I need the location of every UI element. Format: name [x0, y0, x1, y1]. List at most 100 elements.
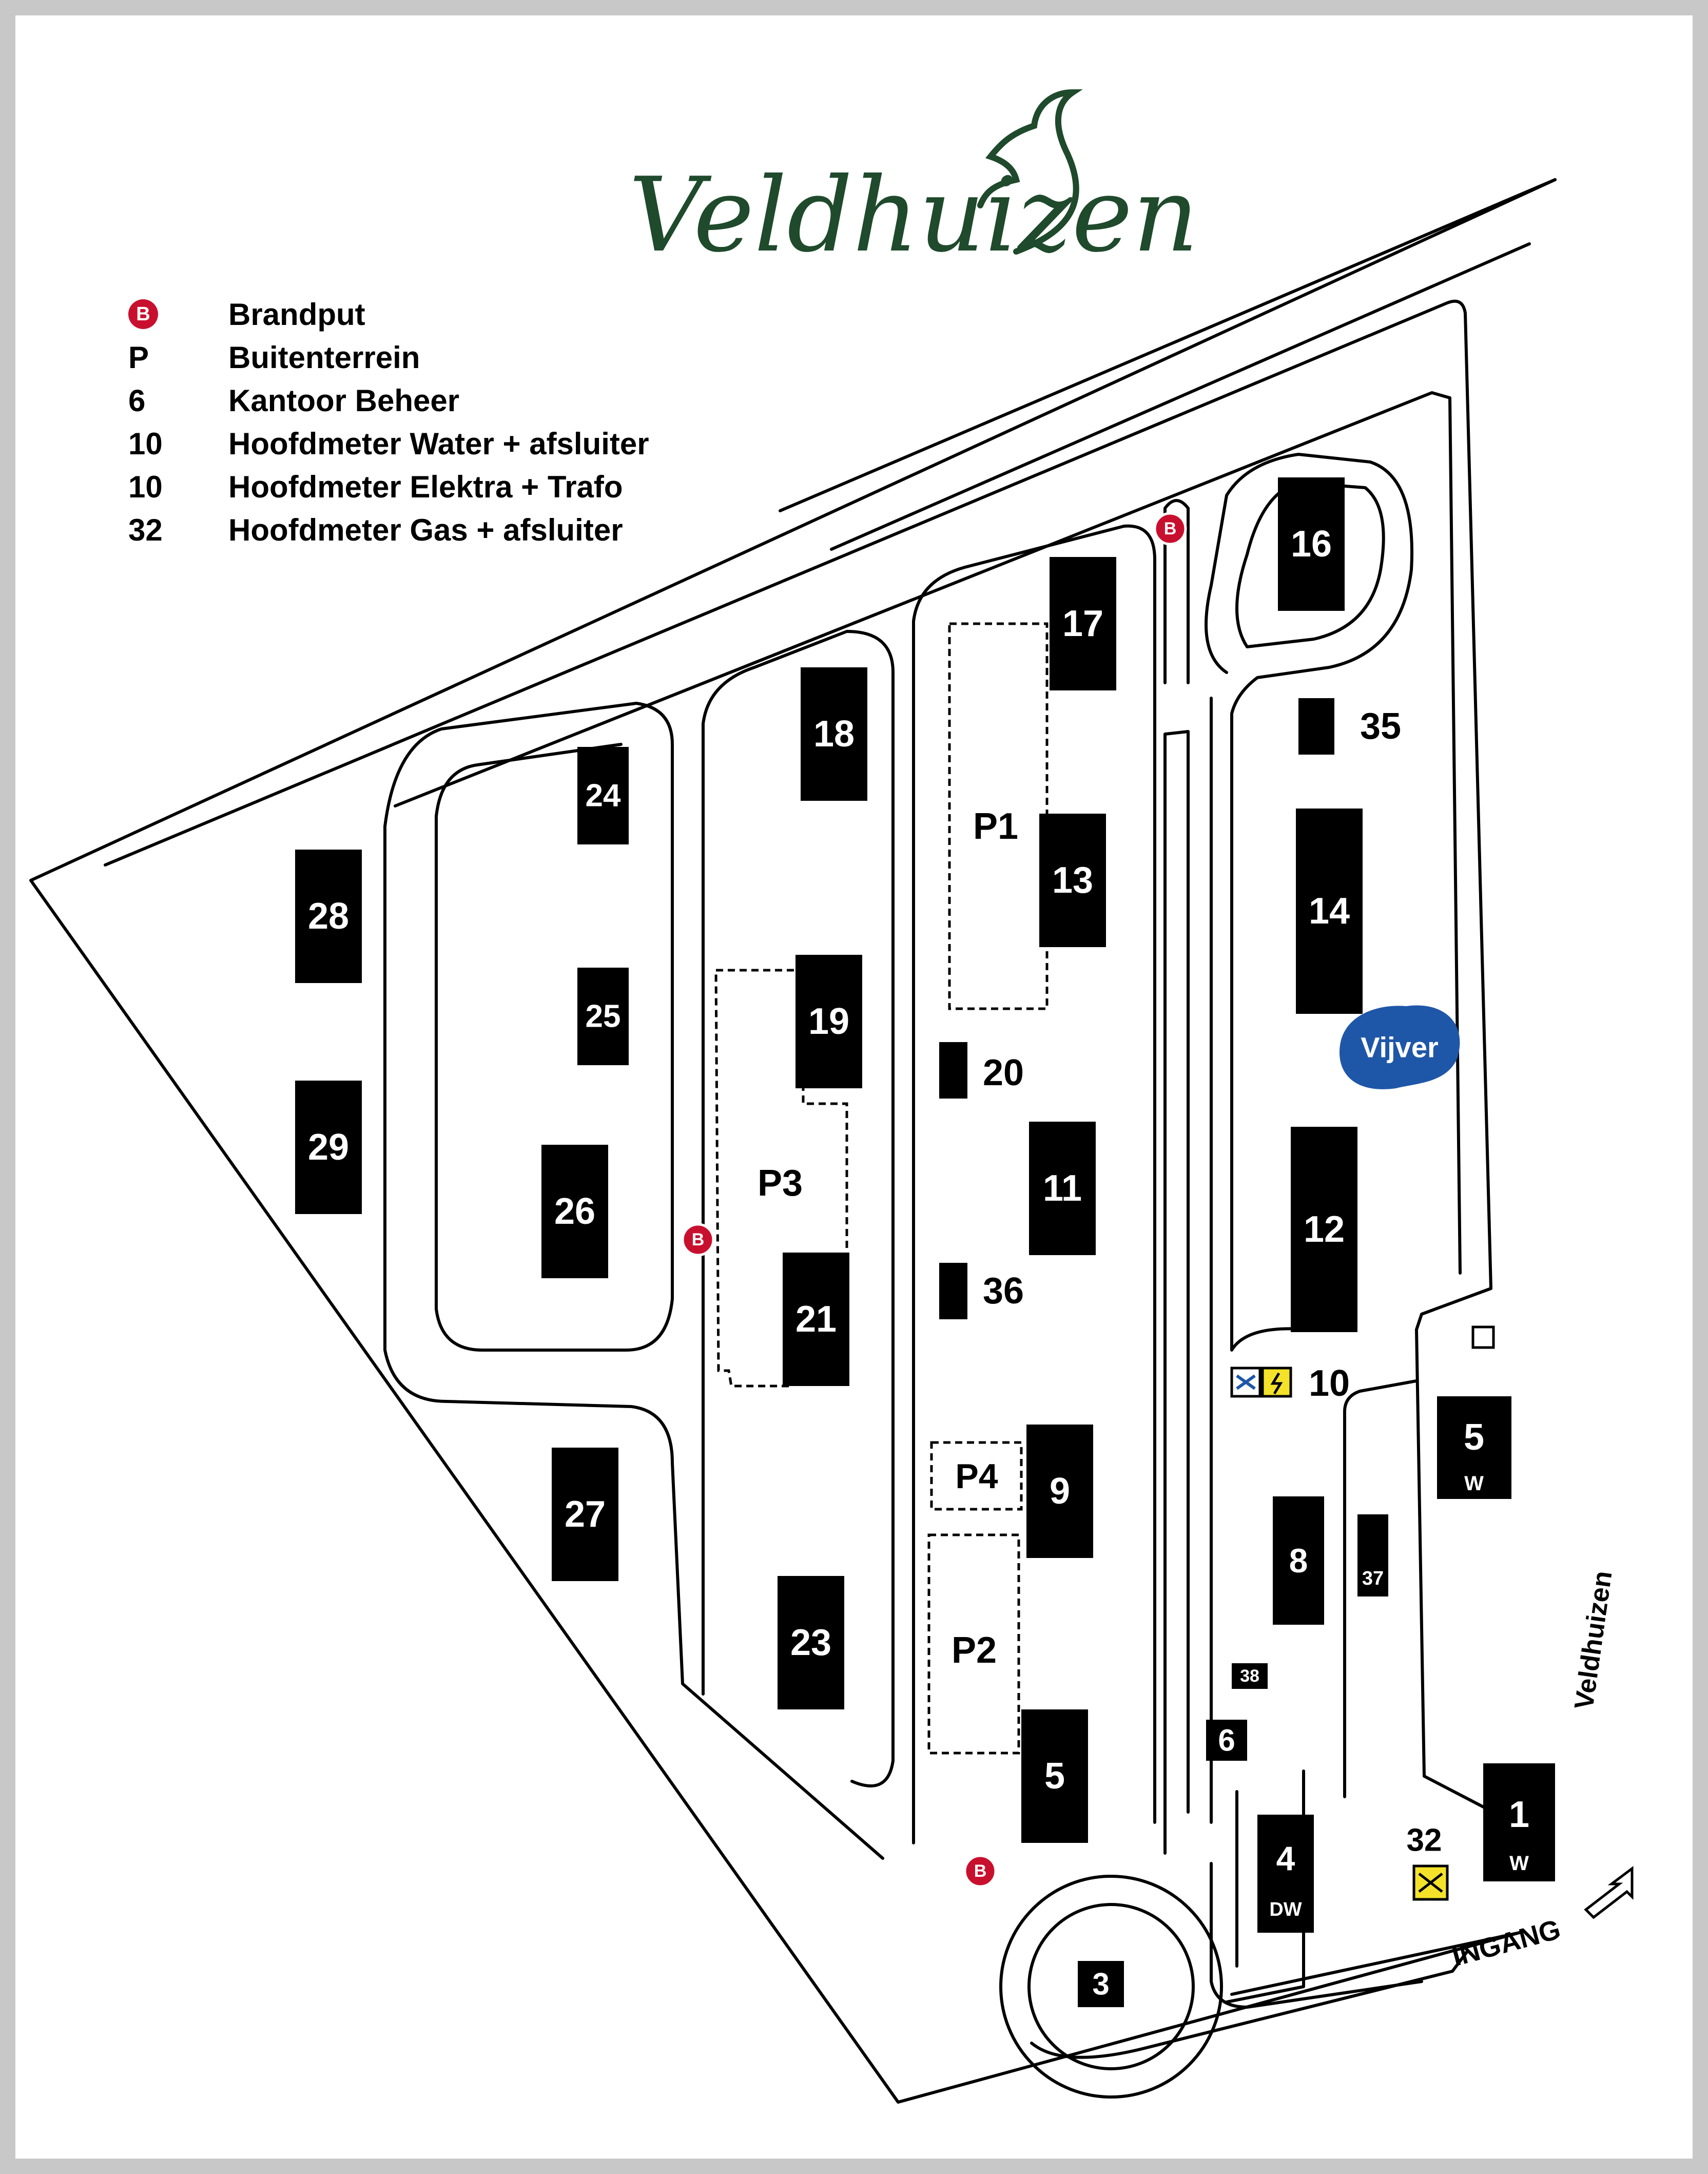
building-5-west[interactable]: 5 [1021, 1709, 1088, 1843]
building-1-sublabel: W [1509, 1852, 1529, 1875]
parking-p4-area [930, 1441, 1023, 1511]
building-37[interactable]: 37 [1357, 1514, 1388, 1596]
svg-text:14: 14 [1309, 891, 1350, 932]
svg-text:11: 11 [1043, 1168, 1082, 1209]
svg-text:8: 8 [1289, 1542, 1308, 1580]
svg-text:16: 16 [1291, 524, 1332, 565]
legend-key: 6 [128, 383, 146, 418]
svg-text:19: 19 [808, 1001, 849, 1042]
svg-text:28: 28 [308, 896, 349, 937]
building-27[interactable]: 27 [552, 1448, 618, 1581]
legend-row: 6 Kantoor Beheer [128, 379, 649, 422]
building-8[interactable]: 8 [1273, 1496, 1324, 1625]
entrance-label: INGANG [1449, 1914, 1564, 1972]
west-lobe-outer [383, 825, 884, 1860]
building-35-block[interactable] [1298, 698, 1334, 755]
site-map: Veldhuizen P1 P3 P4 P2 [29, 89, 1634, 2104]
brandput-icon[interactable]: B [681, 1223, 715, 1257]
road-network [29, 178, 1557, 2104]
parking-p2-label: P2 [952, 1630, 997, 1671]
svg-text:4: 4 [1276, 1839, 1295, 1877]
building-5-sublabel: W [1464, 1472, 1484, 1495]
building-26[interactable]: 26 [541, 1145, 608, 1278]
roundabout-outer [999, 1875, 1223, 2099]
legend-label: Hoofdmeter Water + afsluiter [228, 426, 649, 461]
svg-text:5: 5 [1044, 1756, 1065, 1797]
site-boundary [29, 178, 1557, 2104]
entrance-arrow-icon[interactable] [1584, 1866, 1634, 1919]
building-36-block[interactable] [939, 1263, 967, 1319]
legend-row: B Brandput [128, 293, 649, 336]
building-4-sublabel: DW [1269, 1899, 1302, 1920]
svg-text:24: 24 [586, 778, 621, 814]
lower-east-road [1030, 1862, 1469, 2059]
svg-text:17: 17 [1062, 603, 1103, 644]
svg-text:23: 23 [790, 1622, 831, 1663]
legend-row: P Buitenterrein [128, 336, 649, 379]
roundabout-inner [1027, 1903, 1195, 2070]
building-19[interactable]: 19 [795, 955, 862, 1088]
building-6[interactable]: 6 [1206, 1720, 1247, 1761]
building-14[interactable]: 14 [1296, 809, 1363, 1014]
building-23[interactable]: 23 [778, 1576, 844, 1709]
loop-road-16-inner [1235, 481, 1385, 648]
building-17[interactable]: 17 [1050, 557, 1116, 690]
svg-text:18: 18 [813, 714, 855, 755]
legend-label: Brandput [228, 297, 365, 332]
map-page: Veldhuizen P1 P3 P4 P2 [15, 15, 1693, 2159]
svg-text:3: 3 [1092, 1967, 1109, 2002]
building-9[interactable]: 9 [1026, 1425, 1093, 1558]
outside-labels: 20 36 35 10 32 [983, 706, 1442, 1858]
building-21[interactable]: 21 [783, 1253, 849, 1386]
building-12[interactable]: 12 [1291, 1127, 1357, 1332]
outer-ring-road [104, 299, 1554, 1996]
svg-text:6: 6 [1218, 1723, 1235, 1758]
legend-key: 32 [128, 512, 163, 547]
label-35: 35 [1360, 706, 1401, 747]
building-5-east[interactable]: 5W [1437, 1396, 1511, 1499]
building-28[interactable]: 28 [295, 850, 362, 983]
brandput-markers: B B B [681, 512, 1187, 1888]
building-18[interactable]: 18 [801, 667, 867, 801]
brandput-icon: B [128, 299, 158, 329]
central-avenue [1163, 499, 1213, 1855]
pond-label: Vijver [1361, 1031, 1439, 1064]
buildings: 28 29 24 25 26 27 18 19 21 23 17 13 11 9… [295, 477, 1555, 2007]
pond[interactable]: Vijver [1340, 1005, 1460, 1089]
building-1[interactable]: 1W [1483, 1763, 1555, 1881]
legend-label: Hoofdmeter Elektra + Trafo [228, 469, 623, 504]
parking-areas: P1 P3 P4 P2 [714, 622, 1049, 1755]
legend: B Brandput P Buitenterrein 6 Kantoor Beh… [128, 293, 649, 551]
logo-text: Veldhuizen [629, 156, 1199, 275]
parking-p4-label: P4 [955, 1457, 998, 1496]
street-label: Veldhuizen [1569, 1569, 1618, 1711]
building-11[interactable]: 11 [1029, 1122, 1096, 1255]
checker-marker [1471, 1325, 1495, 1349]
building-24[interactable]: 24 [577, 747, 629, 844]
svg-text:1: 1 [1509, 1794, 1529, 1835]
building-3[interactable]: 3 [1078, 1961, 1124, 2007]
building-25[interactable]: 25 [577, 968, 629, 1065]
legend-key: 10 [128, 426, 163, 461]
legend-row: 10 Hoofdmeter Water + afsluiter [128, 422, 649, 465]
building-16[interactable]: 16 [1278, 477, 1345, 611]
service-road-east [1225, 1379, 1418, 2004]
meters [1230, 1325, 1495, 1901]
building-38[interactable]: 38 [1232, 1663, 1268, 1689]
brandput-icon[interactable]: B [1153, 512, 1187, 546]
building-29[interactable]: 29 [295, 1081, 362, 1214]
parking-p3-label: P3 [758, 1163, 803, 1204]
building-13[interactable]: 13 [1039, 814, 1106, 947]
loop-road-16 [1205, 453, 1413, 1352]
svg-text:27: 27 [565, 1494, 606, 1535]
deer-head-icon [977, 89, 1083, 255]
building-4[interactable]: 4DW [1257, 1815, 1314, 1933]
brandput-icon[interactable]: B [963, 1854, 997, 1888]
svg-text:38: 38 [1240, 1666, 1259, 1686]
svg-text:21: 21 [795, 1299, 837, 1340]
legend-label: Kantoor Beheer [228, 383, 460, 418]
legend-label: Hoofdmeter Gas + afsluiter [228, 512, 623, 547]
svg-text:5: 5 [1464, 1417, 1484, 1458]
legend-row: 32 Hoofdmeter Gas + afsluiter [128, 508, 649, 551]
building-20-block[interactable] [939, 1042, 967, 1099]
